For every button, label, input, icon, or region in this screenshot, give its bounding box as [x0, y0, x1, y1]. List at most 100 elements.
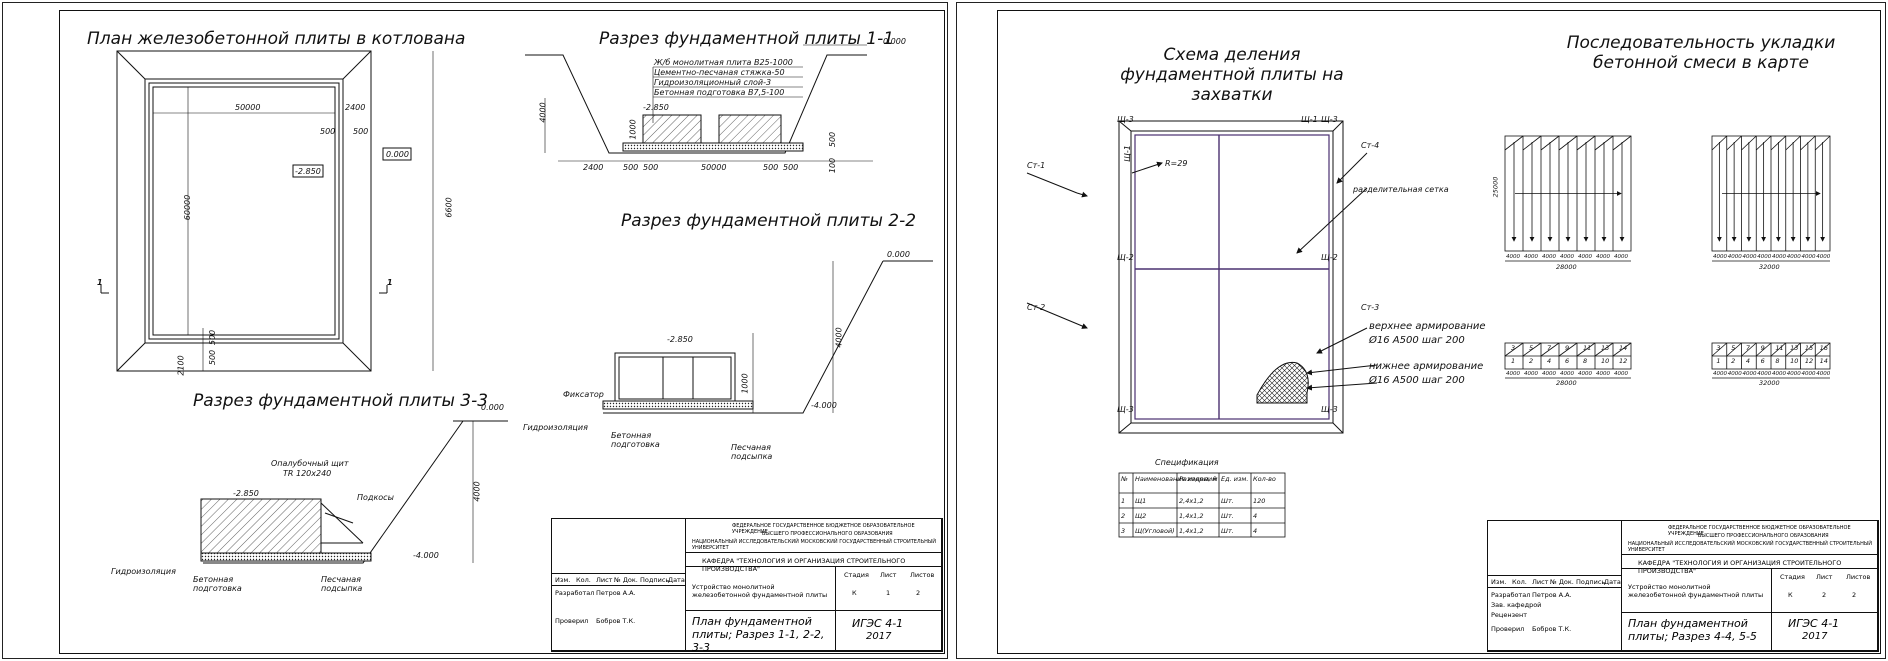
- stamp1-sheets: 2: [916, 589, 921, 597]
- spec-cell: 4: [1253, 512, 1258, 520]
- bay-dim: 4000: [1542, 254, 1556, 260]
- sheet-2-frame: [997, 10, 1881, 654]
- plan-dim-500d: 500: [208, 349, 218, 366]
- pour-order-upper: 15: [1804, 344, 1814, 352]
- s11-dim-500: 500: [623, 163, 639, 172]
- s22-elev: -2.850: [667, 335, 693, 344]
- grid-diag: [1558, 342, 1578, 357]
- stamp1-c3: Лист: [596, 576, 613, 584]
- bay-dim: 4000: [1524, 371, 1538, 377]
- label-sh3-tr: Щ-3: [1321, 115, 1338, 124]
- stamp2-sheets: 2: [1852, 591, 1857, 599]
- s33-elev: -2.850: [233, 489, 259, 498]
- grid-slope: [1558, 135, 1578, 151]
- s11-elev: -2.850: [643, 103, 669, 112]
- spec-cell: Щ(Угловой): [1135, 527, 1175, 535]
- scheme-title: Схема деления фундаментной плиты на захв…: [1120, 45, 1344, 105]
- bay-dim: 4000: [1578, 371, 1592, 377]
- stamp2-org1: ФЕДЕРАЛЬНОЕ ГОСУДАРСТВЕННОЕ БЮДЖЕТНОЕ ОБ…: [1668, 525, 1851, 537]
- grid-diag: [1741, 342, 1757, 357]
- bay-dim: 4000: [1560, 254, 1574, 260]
- s11-dim-500e: 500: [828, 131, 838, 148]
- stamp1-org3: НАЦИОНАЛЬНЫЙ ИССЛЕДОВАТЕЛЬСКИЙ МОСКОВСКИ…: [692, 539, 937, 551]
- s11-layer-4: Бетонная подготовка B7,5-100: [654, 88, 785, 97]
- grid-slope: [1814, 135, 1831, 151]
- bay-dim: 4000: [1596, 371, 1610, 377]
- drawing-sheet-2: Схема деления фундаментной плиты на захв…: [956, 2, 1886, 659]
- stamp2-work: Устройство монолитной железобетонной фун…: [1628, 583, 1764, 599]
- bay-dim: 4000: [1772, 254, 1786, 260]
- grid-diag: [1576, 342, 1596, 357]
- spec-cell: 2,4х1,2: [1179, 497, 1204, 505]
- stamp1-sheet: 1: [886, 589, 891, 597]
- pour-order-lower: 4: [1547, 357, 1552, 365]
- plan-dim-2400: 2400: [345, 103, 366, 112]
- s22-dim-1000: 1000: [740, 373, 750, 394]
- stamp1-year: 2017: [866, 631, 892, 642]
- spec-cell: 4: [1253, 527, 1258, 535]
- label-st1: Ст-1: [1027, 161, 1046, 170]
- stamp2-dev-name: Петров А.А.: [1532, 591, 1572, 599]
- label-st2: Ст-2: [1027, 303, 1046, 312]
- label-top-rebar: верхнее армирование: [1369, 321, 1486, 332]
- s33-concrete: Бетонная подготовка: [193, 575, 242, 593]
- label-mesh: разделительная сетка: [1353, 185, 1449, 194]
- pour-order-lower: 12: [1619, 357, 1628, 365]
- pour-order-lower: 8: [1583, 357, 1588, 365]
- s33-formwork2: TR 120х240: [283, 469, 332, 478]
- label-sh1-tr: Щ-1: [1301, 115, 1318, 124]
- bay-dim: 4000: [1506, 371, 1520, 377]
- bay-dim: 4000: [1506, 254, 1520, 260]
- spec-header: Размеры, м: [1179, 475, 1218, 483]
- s33-hydro: Гидроизоляция: [111, 567, 176, 576]
- plan-dim-500a: 500: [320, 127, 336, 136]
- stamp1-h-sheets: Листов: [910, 571, 935, 579]
- grid-slope: [1522, 135, 1542, 151]
- bay-dim: 4000: [1614, 371, 1628, 377]
- grid-slope: [1770, 135, 1787, 151]
- pour-order-lower: 1: [1716, 357, 1721, 365]
- stamp1-c5: Подпись: [640, 576, 670, 584]
- spec-cell: 1: [1121, 497, 1126, 505]
- spec-header: №: [1121, 475, 1128, 483]
- grid-diag: [1755, 342, 1772, 357]
- grid-slope: [1785, 135, 1801, 151]
- stamp2-c1: Изм.: [1491, 578, 1507, 586]
- stamp2-c3: Лист: [1532, 578, 1549, 586]
- stamp1-stage: К: [852, 589, 857, 597]
- label-bot-rebar-spec: Ø16 A500 шаг 200: [1369, 375, 1465, 386]
- bay-dim: 4000: [1801, 254, 1816, 260]
- grid-diag: [1785, 342, 1801, 357]
- s22-elev-top: 0.000: [887, 250, 910, 259]
- pour-order-lower: 12: [1804, 357, 1814, 365]
- spec-cell: Шт.: [1221, 512, 1234, 520]
- stamp2-stage: К: [1788, 591, 1793, 599]
- grid-slope: [1755, 135, 1772, 151]
- spec-header: Наименование изделий: [1135, 475, 1217, 483]
- height-dim: 25000: [1491, 176, 1500, 198]
- stamp2-org3: НАЦИОНАЛЬНЫЙ ИССЛЕДОВАТЕЛЬСКИЙ МОСКОВСКИ…: [1628, 541, 1873, 553]
- grid-slope: [1594, 135, 1614, 151]
- s33-elev-bot: -4.000: [413, 551, 439, 560]
- grid-slope: [1711, 135, 1728, 151]
- label-st3: Ст-3: [1361, 303, 1380, 312]
- spec-header: Кол-во: [1253, 475, 1276, 483]
- label-sh3-br: Щ-3: [1321, 405, 1338, 414]
- s33-elev-top: 0.000: [481, 403, 504, 412]
- drawing-sheet-1: План железобетонной плиты в котлована Ра…: [2, 2, 948, 659]
- stamp1-sheet-title: План фундаментной плиты; Разрез 1-1, 2-2…: [692, 615, 825, 654]
- label-st4: Ст-4: [1361, 141, 1380, 150]
- stamp2-c2: Кол.: [1512, 578, 1527, 586]
- label-sh3-bl: Щ-3: [1117, 405, 1134, 414]
- s33-brace: Подкосы: [357, 493, 394, 502]
- bay-dim: 4000: [1816, 371, 1831, 377]
- stamp1-c4: № Док.: [614, 576, 638, 584]
- bay-dim: 4000: [1542, 371, 1556, 377]
- stamp2-code: ИГЭС 4-1: [1788, 617, 1840, 630]
- stamp1-c2: Кол.: [576, 576, 591, 584]
- plan-elev-in: -2.850: [295, 167, 321, 176]
- stamp1-org2: ВЫСШЕГО ПРОФЕССИОНАЛЬНОГО ОБРАЗОВАНИЯ: [762, 531, 893, 537]
- bay-dim: 4000: [1596, 254, 1610, 260]
- plan-height-dim: 60000: [183, 194, 193, 221]
- spec-header: Ед. изм.: [1221, 475, 1249, 483]
